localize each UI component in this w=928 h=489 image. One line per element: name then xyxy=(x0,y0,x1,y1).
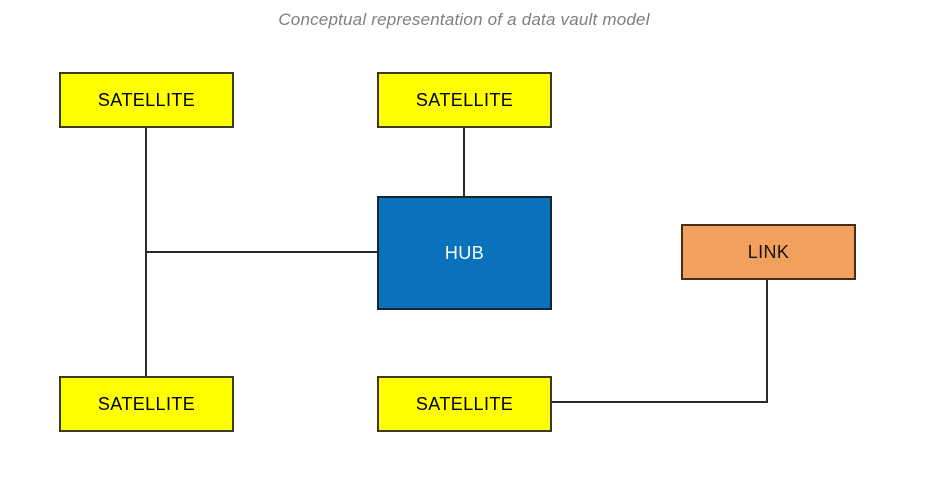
diagram-title: Conceptual representation of a data vaul… xyxy=(278,10,650,29)
node-label: SATELLITE xyxy=(97,89,196,110)
node-label: SATELLITE xyxy=(415,89,514,110)
node-label: LINK xyxy=(747,241,790,262)
node-hub[interactable]: HUB xyxy=(377,196,552,310)
edge-junction-down xyxy=(145,252,147,377)
node-label: SATELLITE xyxy=(97,393,196,414)
edge-sat-top-center-to-hub xyxy=(463,128,465,197)
node-satellite-bottom-center[interactable]: SATELLITE xyxy=(377,376,552,432)
edge-link-down xyxy=(766,280,768,403)
node-label: SATELLITE xyxy=(415,393,514,414)
node-link[interactable]: LINK xyxy=(681,224,856,280)
node-label: HUB xyxy=(444,242,485,263)
node-satellite-bottom-left[interactable]: SATELLITE xyxy=(59,376,234,432)
edge-corner-to-sat xyxy=(551,401,768,403)
edge-sat-top-left-down xyxy=(145,128,147,253)
node-satellite-top-center[interactable]: SATELLITE xyxy=(377,72,552,128)
edge-junction-to-hub xyxy=(145,251,378,253)
node-satellite-top-left[interactable]: SATELLITE xyxy=(59,72,234,128)
